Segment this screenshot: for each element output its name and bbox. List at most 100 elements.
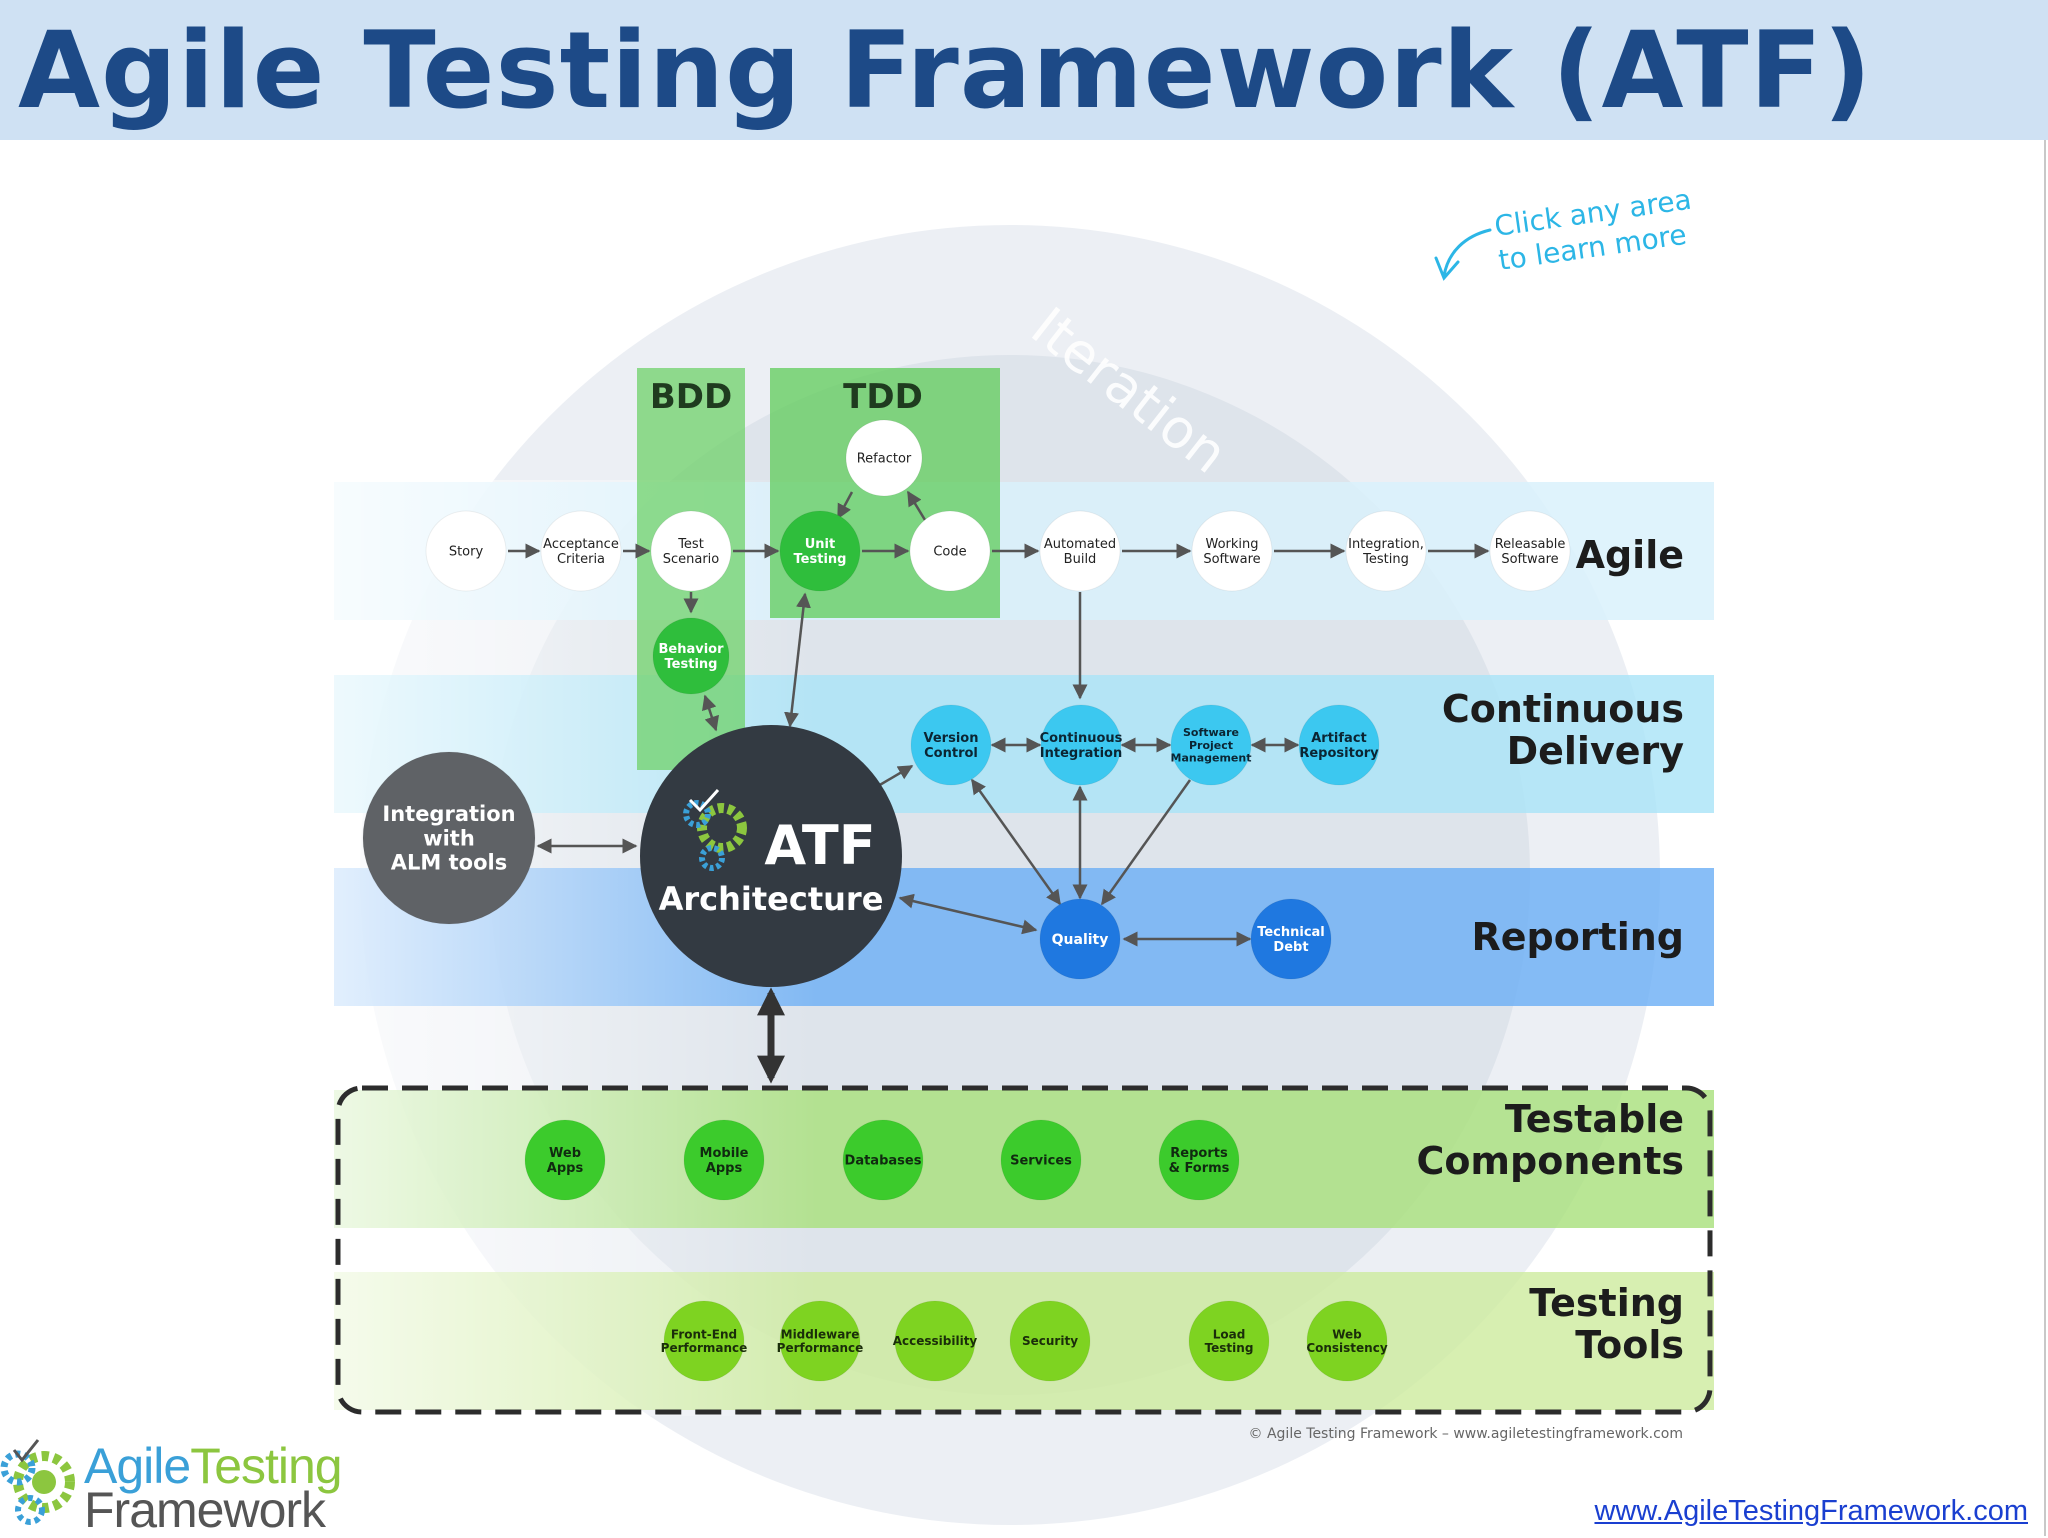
- band-label-cd: Continuous: [1442, 687, 1684, 731]
- node-integration-testing-label: Integration,: [1348, 537, 1424, 552]
- atf-subtitle: Architecture: [659, 880, 884, 918]
- component-reports-forms-label: & Forms: [1169, 1161, 1230, 1176]
- refactor-to-unit-arrow: [836, 491, 854, 520]
- tool-security-label: Security: [1022, 1334, 1078, 1348]
- behavior-to-atf-arrow: [702, 694, 719, 732]
- component-databases-label: Databases: [845, 1154, 922, 1169]
- callout-arrow-icon: [1434, 228, 1492, 281]
- node-continuous-integration-label: Integration: [1040, 746, 1122, 761]
- tool-web-consistency-label: Consistency: [1306, 1341, 1388, 1355]
- node-quality-label: Quality: [1052, 932, 1109, 948]
- node-code[interactable]: Code: [909, 510, 991, 592]
- tool-web-consistency-label: Web: [1332, 1327, 1362, 1341]
- node-artifact-repository-label: Repository: [1299, 746, 1379, 761]
- node-releasable-software-label: Releasable: [1495, 537, 1566, 552]
- node-integration-alm-label: ALM tools: [391, 851, 507, 875]
- component-mobile-apps-label: Mobile: [700, 1146, 749, 1161]
- node-integration-alm-label: with: [423, 826, 475, 850]
- logo-text-framework: Framework: [84, 1482, 326, 1538]
- node-version-control-label: Control: [924, 746, 978, 761]
- atf-title: ATF: [764, 814, 875, 877]
- node-behavior-testing-label: Behavior: [658, 642, 724, 657]
- band-label-components: Testable: [1505, 1097, 1684, 1141]
- node-automated-build-label: Build: [1064, 552, 1097, 567]
- tool-front-end-performance-label: Front-End: [671, 1327, 737, 1341]
- gear-logo-icon: [0, 1439, 75, 1525]
- atf-gear-small2-icon: [699, 845, 725, 871]
- header-bar: [0, 0, 2048, 140]
- node-behavior-testing-label: Testing: [665, 657, 718, 672]
- atf-quality-arrow: [898, 893, 1038, 935]
- node-acceptance-criteria-label: Criteria: [557, 552, 605, 567]
- node-automated-build-label: Automated: [1044, 537, 1116, 552]
- node-technical-debt-label: Debt: [1273, 940, 1308, 955]
- tool-load-testing-label: Load: [1213, 1327, 1246, 1341]
- band-label-agile: Agile: [1576, 533, 1684, 577]
- node-acceptance-criteria-label: Acceptance: [543, 537, 619, 552]
- tool-middleware-performance-label: Performance: [777, 1341, 864, 1355]
- component-services[interactable]: Services: [1000, 1119, 1082, 1201]
- component-databases[interactable]: Databases: [842, 1119, 924, 1201]
- node-test-scenario-label: Scenario: [663, 552, 720, 567]
- node-integration-alm-label: Integration: [382, 802, 515, 826]
- bdd-label: BDD: [650, 377, 732, 417]
- node-artifact-repository-label: Artifact: [1311, 731, 1367, 746]
- component-reports-forms[interactable]: Reports& Forms: [1158, 1119, 1240, 1201]
- node-refactor[interactable]: Refactor: [845, 419, 923, 497]
- page-title: Agile Testing Framework (ATF): [18, 9, 1873, 132]
- code-to-refactor-arrow: [906, 490, 927, 521]
- node-unit-testing-label: Testing: [794, 552, 847, 567]
- node-story[interactable]: Story: [425, 510, 507, 592]
- node-test-scenario-label: Test: [677, 537, 704, 552]
- component-reports-forms-label: Reports: [1170, 1146, 1228, 1161]
- node-unit-testing-label: Unit: [805, 537, 835, 552]
- band-label-tools: Testing: [1529, 1281, 1684, 1325]
- node-quality[interactable]: Quality: [1039, 898, 1121, 980]
- node-story-label: Story: [449, 545, 484, 560]
- node-releasable-software-label: Software: [1501, 552, 1558, 567]
- tool-load-testing-label: Testing: [1205, 1341, 1254, 1355]
- atf-gear-icon: [697, 803, 747, 853]
- band-label-tools: Tools: [1575, 1323, 1684, 1367]
- component-services-label: Services: [1010, 1154, 1072, 1169]
- vc-quality-arrow: [970, 778, 1062, 906]
- slide-edge: [2044, 140, 2046, 1536]
- tool-security[interactable]: Security: [1009, 1300, 1091, 1382]
- tool-accessibility[interactable]: Accessibility: [893, 1300, 978, 1382]
- website-link[interactable]: www.AgileTestingFramework.com: [1594, 1495, 2028, 1527]
- logo-text-agile-testing: AgileTesting: [84, 1438, 343, 1494]
- node-version-control-label: Version: [924, 731, 979, 746]
- logo-word-testing: Testing: [190, 1438, 342, 1494]
- tool-front-end-performance-label: Performance: [661, 1341, 748, 1355]
- node-software-project-management-label: Software: [1183, 726, 1239, 739]
- node-code-label: Code: [933, 545, 966, 560]
- node-refactor-label: Refactor: [857, 452, 912, 467]
- band-label-cd: Delivery: [1507, 729, 1685, 773]
- atf-check-icon: [688, 788, 720, 813]
- test-scope-outline: [335, 1085, 1713, 1415]
- atf-gear-small-icon: [683, 800, 711, 828]
- node-integration-testing[interactable]: Integration,Testing: [1345, 510, 1427, 592]
- tool-accessibility-label: Accessibility: [893, 1334, 978, 1348]
